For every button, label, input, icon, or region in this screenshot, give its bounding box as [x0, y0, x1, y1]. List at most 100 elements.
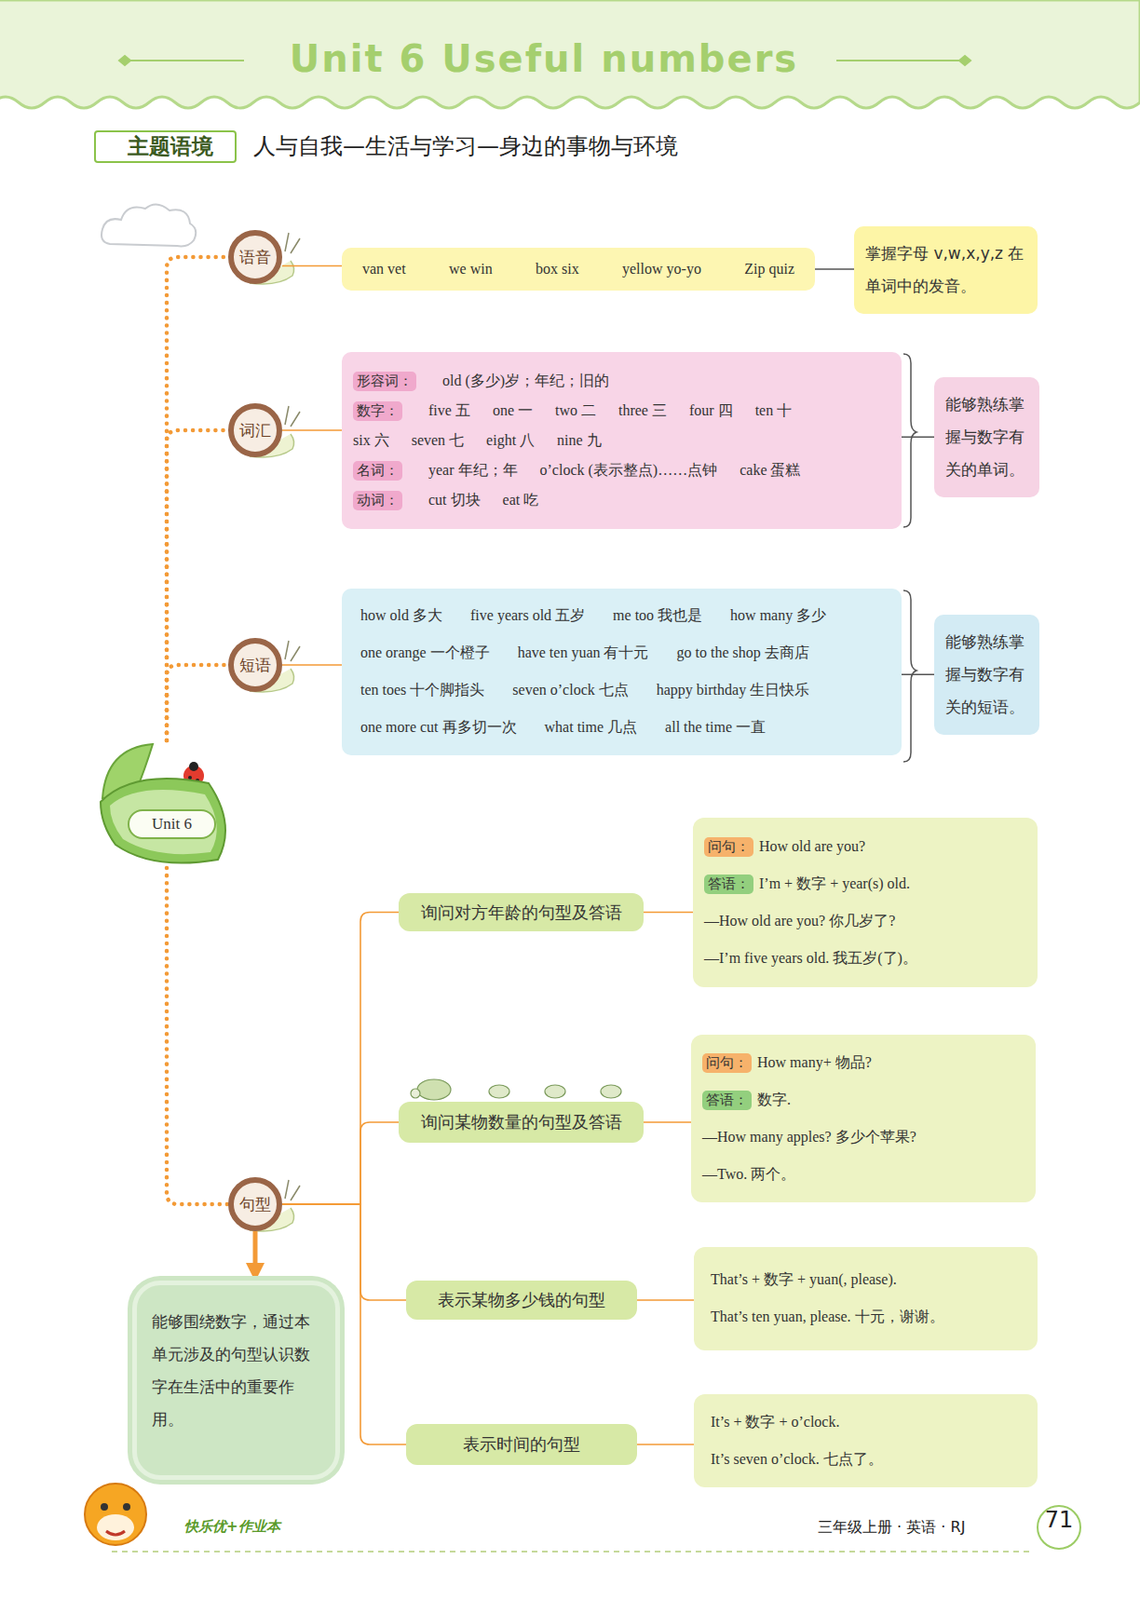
node-text: That’s ten yuan, please. 十元，谢谢。 [710, 1307, 945, 1328]
node-text: Unit 6 [127, 809, 217, 840]
node-text: box six [535, 260, 580, 278]
leaf-big [100, 778, 226, 864]
node-text: 主题语境 [127, 132, 214, 162]
node-text: —Two. 两个。 [702, 1165, 796, 1185]
node-text: 语音 [239, 246, 272, 269]
node-text: It’s seven o’clock. 七点了。 [710, 1450, 883, 1470]
node-text: How many+ 物品? [757, 1053, 872, 1073]
node-text: two 二 [555, 401, 597, 421]
pattern-box: It’s + 数字 + o’clock. It’s seven o’clock. … [693, 1394, 1038, 1488]
vocab-box: 形容词：old (多少)岁；年纪；旧的数字：five 五one 一two 二th… [341, 352, 902, 530]
brand-name: 快乐优+作业本 [184, 1518, 281, 1536]
phonics-box: van vet we win box six yellow yo-yo Zip quiz [341, 247, 815, 291]
page-number: 71 [1036, 1505, 1082, 1550]
pattern-pill: 表示某物多少钱的句型 [406, 1280, 638, 1320]
phrase-box: how old 多大five years old 五岁me too 我也是how… [341, 588, 902, 756]
connector [282, 664, 342, 666]
node-text: o’clock (表示整点)……点钟 [540, 461, 719, 481]
pattern-pill: 询问对方年龄的句型及答语 [398, 893, 644, 932]
theme-text: 人与自我—生活与学习—身边的事物与环境 [253, 131, 679, 162]
turtles [410, 1079, 622, 1100]
node-text: 数字. [757, 1090, 791, 1111]
section-snail: 语音 [228, 230, 283, 285]
snail-antenna [285, 1180, 300, 1201]
connector [166, 868, 229, 1205]
text-row: 名词： year 年纪；年 o’clock (表示整点)……点钟 cake 蛋糕 [352, 455, 891, 486]
node-text: cut 切块 [428, 490, 481, 511]
tag-label: 名词： [352, 461, 403, 481]
node-text: —How old are you? 你几岁了? [704, 911, 896, 932]
node-text: four 四 [689, 401, 733, 421]
node-text: ten 十 [755, 401, 793, 421]
leaf-shape [96, 740, 241, 869]
node-text: 表示时间的句型 [462, 1433, 581, 1456]
node-text: yellow yo-yo [622, 260, 702, 278]
pattern-box: That’s + 数字 + yuan(, please). That’s ten … [693, 1247, 1038, 1351]
node-text: five years old 五岁 [470, 606, 585, 626]
text-row: —I’m five years old. 我五岁(了)。 [704, 939, 1027, 978]
node-text: Zip quiz [744, 260, 795, 278]
text-row: one more cut 再多切一次what time 几点all the ti… [360, 709, 883, 747]
node-text: seven o’clock 七点 [512, 680, 628, 701]
text-row: van vet we win box six yellow yo-yo Zip quiz [362, 250, 795, 288]
text-row: 问句：How many+ 物品? [702, 1044, 1025, 1082]
node-text: six 六 [352, 431, 390, 451]
node-text: we win [448, 260, 493, 278]
node-text: go to the shop 去商店 [677, 643, 810, 664]
connector [282, 1122, 399, 1205]
summary-box: 能够围绕数字，通过本单元涉及的句型认识数字在生活中的重要作用。 [132, 1280, 340, 1480]
tag-label: 形容词： [352, 371, 417, 392]
pattern-box: 问句：How many+ 物品?答语：数字.—How many apples? … [691, 1034, 1036, 1203]
node-text: year 年纪；年 [428, 461, 518, 481]
node-text: 能够围绕数字，通过本单元涉及的句型认识数字在生活中的重要作用。 [151, 1305, 321, 1436]
node-text: 句型 [239, 1194, 272, 1216]
node-text: That’s + 数字 + yuan(, please). [710, 1270, 897, 1290]
text-row: ten toes 十个脚指头seven o’clock 七点happy birt… [360, 672, 883, 710]
node-text: how many 多少 [730, 606, 827, 626]
tag-label: 动词： [352, 490, 403, 511]
node-text: —I’m five years old. 我五岁(了)。 [704, 949, 918, 969]
header-band [0, 0, 1140, 109]
goal-note: 能够熟练掌握与数字有关的单词。 [934, 377, 1040, 498]
connector [166, 665, 229, 741]
text-row: —Two. 两个。 [702, 1155, 1025, 1194]
node-text: one 一 [492, 401, 533, 421]
connector [901, 436, 935, 439]
node-text: 短语 [239, 654, 272, 677]
node-text: seven 七 [411, 431, 464, 451]
connector [166, 257, 229, 741]
node-text: 词汇 [239, 420, 272, 442]
node-text: three 三 [618, 401, 667, 421]
connector [901, 674, 935, 677]
connector [814, 268, 855, 271]
connector [643, 1121, 692, 1124]
goal-note: 掌握字母 v,w,x,y,z 在单词中的发音。 [854, 226, 1038, 314]
node-text: old (多少)岁；年纪；旧的 [442, 371, 610, 392]
node-text: all the time 一直 [665, 718, 766, 738]
connector [253, 1231, 258, 1278]
tag-label: 问句： [702, 1053, 752, 1073]
node-text: 能够熟练掌握与数字有关的短语。 [945, 625, 1029, 724]
tiger-mascot [84, 1483, 147, 1546]
pattern-pill: 表示时间的句型 [406, 1424, 638, 1466]
text-row: six 六 seven 七 eight 八 nine 九 [352, 425, 891, 456]
node-text: —How many apples? 多少个苹果? [702, 1127, 917, 1148]
text-row: That’s ten yuan, please. 十元，谢谢。 [710, 1299, 1021, 1337]
node-text: nine 九 [556, 431, 602, 451]
text-row: 数字：five 五one 一two 二three 三four 四ten 十 [352, 395, 891, 426]
node-text: van vet [362, 260, 407, 278]
node-text: ten toes 十个脚指头 [360, 680, 485, 701]
text-row: 动词：cut 切块eat 吃 [352, 485, 891, 516]
text-row: It’s + 数字 + o’clock. [710, 1403, 1021, 1441]
node-text: eight 八 [486, 431, 535, 451]
node-text: It’s + 数字 + o’clock. [710, 1412, 840, 1433]
connector [637, 1299, 694, 1302]
node-text: 询问对方年龄的句型及答语 [420, 901, 623, 924]
node-text: 能够熟练掌握与数字有关的单词。 [945, 388, 1029, 487]
node-text: cake 蛋糕 [739, 461, 801, 481]
node-text: what time 几点 [544, 718, 638, 738]
text-row: It’s seven o’clock. 七点了。 [710, 1440, 1021, 1479]
connector [166, 430, 229, 741]
text-row: 形容词： old (多少)岁；年纪；旧的 [352, 366, 891, 396]
goal-note: 能够熟练掌握与数字有关的短语。 [934, 614, 1040, 735]
